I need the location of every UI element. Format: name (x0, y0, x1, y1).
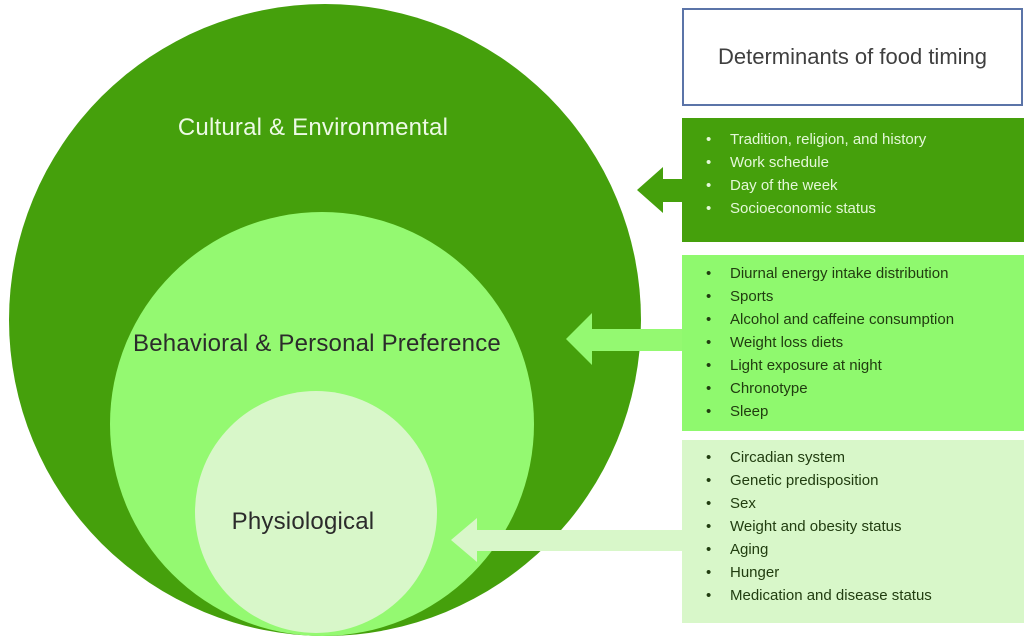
list-item: Hunger (690, 561, 1016, 584)
list-item: Circadian system (690, 446, 1016, 469)
physiological-list: Circadian system Genetic predisposition … (690, 446, 1016, 607)
list-item: Diurnal energy intake distribution (690, 262, 1016, 285)
list-item: Chronotype (690, 377, 1016, 400)
list-item: Sex (690, 492, 1016, 515)
arrow-to-cultural-circle (637, 167, 684, 213)
list-item: Light exposure at night (690, 354, 1016, 377)
list-item: Weight and obesity status (690, 515, 1016, 538)
circle-physiological (195, 391, 437, 633)
list-item: Sleep (690, 400, 1016, 423)
behavioral-personal-list-box: Diurnal energy intake distribution Sport… (682, 255, 1024, 431)
list-item: Genetic predisposition (690, 469, 1016, 492)
list-item: Alcohol and caffeine consumption (690, 308, 1016, 331)
list-item: Aging (690, 538, 1016, 561)
list-item: Tradition, religion, and history (690, 128, 1016, 151)
title-box: Determinants of food timing (682, 8, 1023, 106)
circle-label-physiological: Physiological (231, 508, 375, 535)
list-item: Sports (690, 285, 1016, 308)
list-item: Day of the week (690, 174, 1016, 197)
list-item: Weight loss diets (690, 331, 1016, 354)
cultural-environmental-list-box: Tradition, religion, and history Work sc… (682, 118, 1024, 242)
list-item: Medication and disease status (690, 584, 1016, 607)
list-item: Socioeconomic status (690, 197, 1016, 220)
arrow-to-physiological-circle (451, 518, 684, 562)
cultural-environmental-list: Tradition, religion, and history Work sc… (690, 128, 1016, 220)
title-text: Determinants of food timing (717, 44, 988, 69)
circle-label-behavioral-personal: Behavioral & Personal Preference (133, 330, 501, 357)
arrow-to-behavioral-circle (566, 313, 684, 365)
behavioral-personal-list: Diurnal energy intake distribution Sport… (690, 262, 1016, 423)
list-item: Work schedule (690, 151, 1016, 174)
physiological-list-box: Circadian system Genetic predisposition … (682, 440, 1024, 623)
circle-label-cultural-environmental: Cultural & Environmental (177, 114, 449, 141)
